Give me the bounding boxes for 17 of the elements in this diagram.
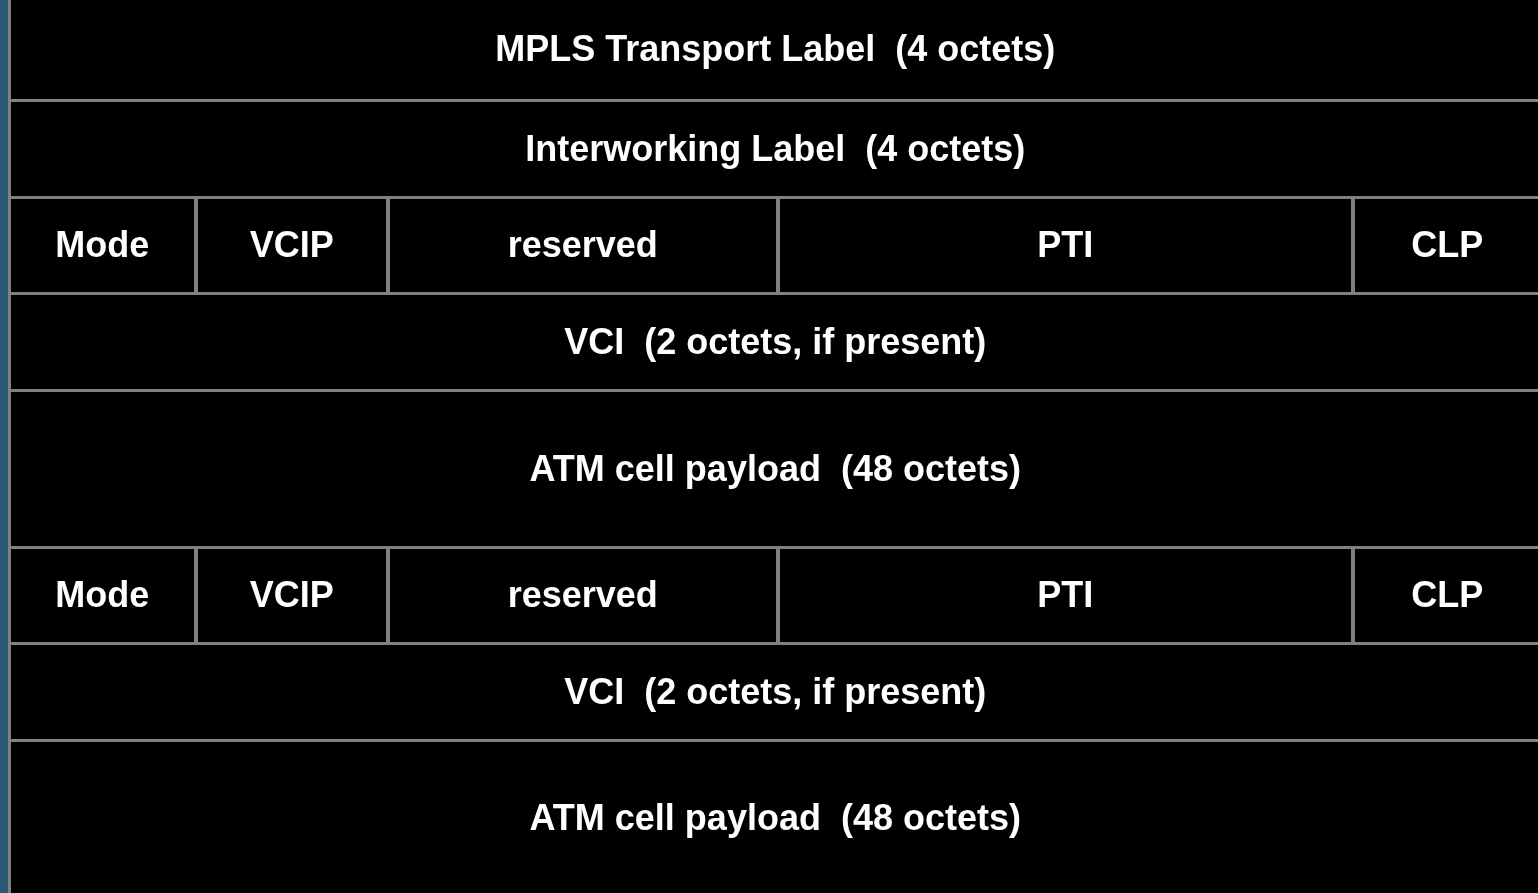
field-label: Mode (55, 224, 150, 266)
field-label: reserved (507, 574, 658, 616)
field-label: PTI (1037, 574, 1094, 616)
field-label: Mode (55, 574, 150, 616)
field-label: Interworking Label (4 octets) (525, 127, 1026, 170)
field-label: ATM cell payload (48 octets) (529, 447, 1021, 490)
field-label: VCI (2 octets, if present) (564, 670, 987, 713)
field-label: MPLS Transport Label (4 octets) (495, 27, 1056, 70)
field-label: ATM cell payload (48 octets) (529, 797, 1021, 839)
field-label: VCIP (249, 574, 334, 616)
field-cell (8, 0, 1538, 102)
field-label: PTI (1037, 224, 1094, 266)
field-label: CLP (1411, 574, 1484, 616)
field-label: VCI (2 octets, if present) (564, 320, 987, 363)
field-label: CLP (1411, 224, 1484, 266)
field-label: VCIP (249, 224, 334, 266)
field-label: reserved (507, 224, 658, 266)
